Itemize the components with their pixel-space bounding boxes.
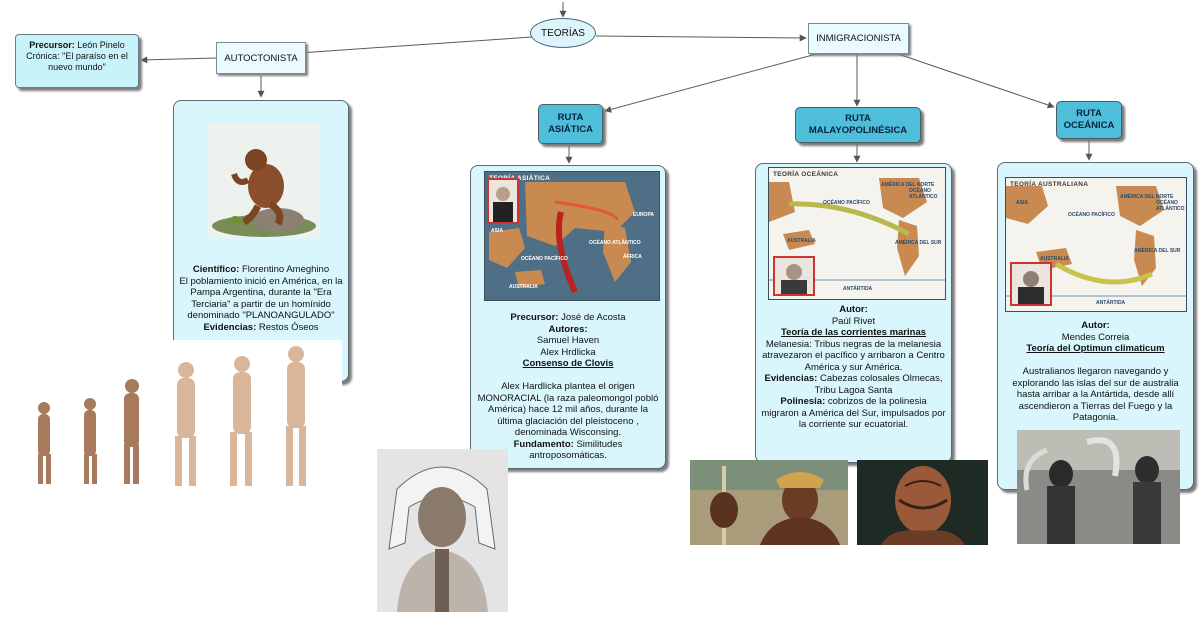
native-chief-photo (377, 449, 508, 612)
autoctonista-label: AUTOCTONISTA (224, 52, 298, 64)
australian-map-label-5: AUSTRALIA (1040, 256, 1069, 262)
correia-theory: Teoría del Optimun climaticum (1026, 343, 1165, 354)
rivet-portrait (773, 256, 815, 296)
asian-description: Alex Hardlicka plantea el origen MONORAC… (477, 381, 659, 438)
oceanic-map-label-2: AMÉRICA DEL NORTE (881, 182, 935, 188)
melanesian-warrior-photo (690, 460, 848, 545)
ruta-asiatica-line1: RUTA (557, 112, 584, 123)
evidencias-label: Evidencias: (203, 321, 257, 333)
polinesia-text: cobrizos de la polinesia migraron a Amér… (761, 396, 946, 430)
oceanic-route-text: Autor: Paúl Rivet Teoría de las corrient… (761, 304, 946, 431)
autoctonista-text: Científico: Florentino Ameghino El pobla… (179, 264, 343, 333)
asian-autores-label: Autores: (548, 323, 588, 335)
oceanic-evidencias-text: Cabezas colosales Olmecas, Tribu Lagoa S… (814, 373, 943, 396)
acosta-portrait (487, 178, 519, 224)
inmigracionista-node[interactable]: INMIGRACIONISTA (808, 23, 909, 54)
ruta-asiatica-line2: ASIÁTICA (548, 124, 593, 135)
australian-description: Australianos llegaron navegando y explor… (1012, 366, 1179, 423)
human-evolution-image (20, 340, 342, 492)
asian-map-label-4: OCÉANO ATLÁNTICO (589, 240, 641, 246)
australian-map-label-3: AMÉRICA DEL NORTE (1120, 194, 1174, 200)
ruta-oceanica-line1: RUTA (1076, 108, 1102, 119)
oceanic-map-label-1: OCÉANO PACÍFICO (823, 200, 870, 206)
asian-fundamento-text: Similitudes antroposomáticas. (529, 438, 623, 462)
correia-name: Mendes Correia (1061, 331, 1130, 343)
oceanic-map-label-4: AUSTRALIA (787, 238, 816, 244)
ruta-malayo-line2: MALAYOPOLINÉSICA (808, 125, 908, 136)
rivet-name: Paúl Rivet (831, 315, 876, 327)
australian-aborigines-photo (1017, 430, 1180, 544)
australian-map-label-7: ANTÁRTIDA (1096, 300, 1126, 306)
australian-map-label-4: OCÉANO ATLÁNTICO (1156, 200, 1185, 212)
asian-map-title: TEORÍA ASIÁTICA (489, 175, 551, 182)
asian-precursor-name: José de Acosta (561, 312, 626, 323)
asian-theory: Consenso de Clovis (522, 358, 614, 369)
evidencias-text: Restos Óseos (258, 321, 319, 333)
melanesia-label: Melanesia: (765, 338, 812, 350)
maori-man-photo (857, 460, 988, 545)
correia-portrait (1010, 262, 1052, 306)
asian-autor-1: Samuel Haven (536, 335, 600, 346)
asian-autor-2: Alex Hrdlicka (540, 346, 596, 358)
asian-route-map: TEORÍA ASIÁTICA ASIA EUROPA OCÉANO PACÍF… (484, 171, 660, 301)
melanesia-text: Tribus negras de la melanesia atravezaro… (762, 338, 945, 373)
ruta-asiatica-node[interactable]: RUTA ASIÁTICA (538, 104, 603, 144)
precursor-detail: Crónica: "El paraíso en el nuevo mundo" (26, 51, 128, 72)
cientifico-name: Florentino Ameghino (241, 264, 330, 275)
precursor-label: Precursor: (29, 40, 75, 50)
asian-fundamento-label: Fundamento: (513, 438, 574, 450)
teorias-node[interactable]: TEORÍAS (530, 18, 596, 48)
australian-route-map: TEORÍA AUSTRALIANA ASIA OCÉANO PACÍFICO … (1005, 177, 1187, 312)
oceanic-map-label-6: ANTÁRTIDA (843, 286, 873, 292)
asian-map-label-5: ÁFRICA (623, 254, 642, 260)
oceanic-route-map: TEORÍA OCEÁNICA OCÉANO PACÍFICO AMÉRICA … (768, 167, 946, 300)
cientifico-label: Científico: (192, 264, 240, 275)
australian-route-text: Autor: Mendes Correia Teoría del Optimun… (1003, 320, 1188, 424)
asian-route-text: Precursor: José de Acosta Autores: Samue… (476, 312, 660, 462)
asian-map-label-1: ASIA (491, 228, 503, 234)
asian-map-label-2: EUROPA (633, 212, 655, 218)
australian-map-label-6: AMÉRICA DEL SUR (1134, 248, 1181, 254)
precursor-name: León Pinelo (77, 40, 125, 50)
oceanic-evidencias-label: Evidencias: (764, 373, 818, 384)
asian-map-label-3: OCÉANO PACÍFICO (521, 256, 568, 262)
autoctonista-description: El poblamiento inició en América, en la … (179, 275, 343, 322)
oceanic-map-label-5: AMÉRICA DEL SUR (895, 240, 942, 246)
ruta-malayo-line1: RUTA (845, 113, 871, 124)
rivet-theory: Teoría de las corrientes marinas (780, 327, 927, 338)
correia-autor-label: Autor: (1081, 320, 1110, 331)
asian-map-label-6: AUSTRALIA (509, 284, 538, 290)
precursor-autoctonista-box[interactable]: Precursor: León Pinelo Crónica: "El para… (15, 34, 139, 88)
rivet-autor-label: Autor: (839, 304, 868, 315)
autoctonista-node[interactable]: AUTOCTONISTA (216, 42, 306, 74)
polinesia-label: Polinesia: (780, 396, 826, 407)
inmigracionista-label: INMIGRACIONISTA (816, 33, 901, 44)
hominid-image (208, 124, 320, 238)
australian-map-label-2: OCÉANO PACÍFICO (1068, 212, 1115, 218)
australian-map-label-1: ASIA (1016, 200, 1028, 206)
teorias-label: TEORÍAS (541, 27, 585, 39)
ruta-malayopolinesica-node[interactable]: RUTA MALAYOPOLINÉSICA (795, 107, 921, 143)
oceanic-map-label-3: OCÉANO ATLÁNTICO (909, 188, 938, 200)
oceanic-map-title: TEORÍA OCEÁNICA (773, 171, 839, 178)
asian-precursor-label: Precursor: (510, 312, 559, 323)
australian-map-title: TEORÍA AUSTRALIANA (1010, 181, 1089, 188)
ruta-oceanica-node[interactable]: RUTA OCEÁNICA (1056, 101, 1122, 139)
ruta-oceanica-line2: OCEÁNICA (1063, 120, 1115, 131)
